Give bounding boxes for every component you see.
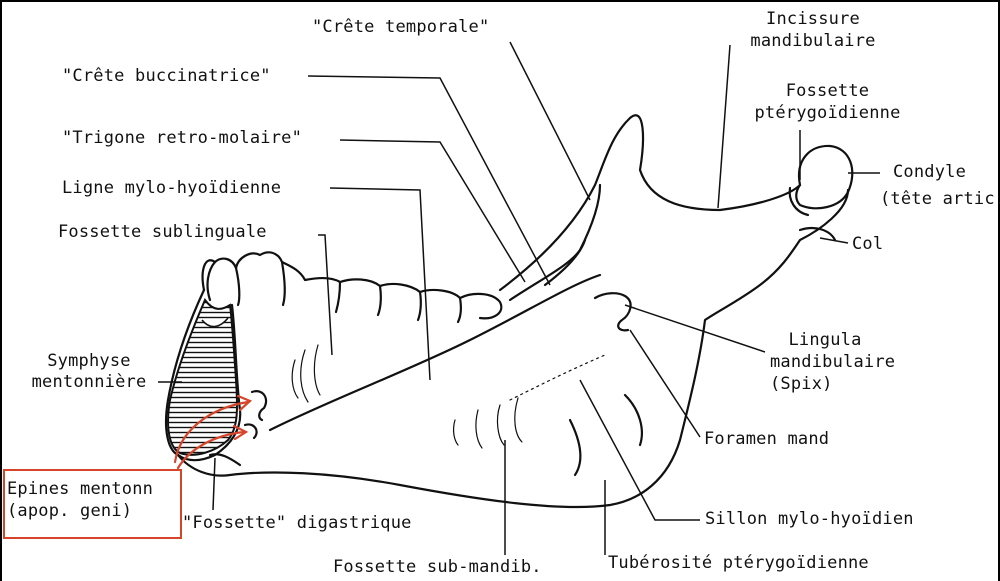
- frame-border-right: [998, 0, 1000, 581]
- label-lingula-line3: (Spix): [770, 374, 833, 394]
- leader-sublinguale: [318, 234, 333, 356]
- mandible-outline: [176, 114, 850, 509]
- label-foramen: Foramen mand: [704, 429, 830, 449]
- label-epines-line1: Epines mentonn: [7, 479, 154, 499]
- mylohyoid-line: [268, 273, 602, 432]
- label-fossette-pt-line2: ptérygoïdienne: [754, 103, 901, 123]
- label-fossette-sublinguale: Fossette sublinguale: [58, 222, 267, 242]
- label-tuberosite: Tubérosité ptérygoïdienne: [608, 553, 869, 573]
- label-fossette-digastrique: "Fossette" digastrique: [182, 513, 412, 533]
- label-lingula-line2: mandibulaire: [770, 352, 896, 372]
- lingula-shape: [593, 292, 632, 332]
- leader-sillon: [579, 379, 700, 521]
- frame-border-top: [0, 0, 1000, 2]
- leader-lingula: [624, 304, 766, 353]
- label-epines-line2: (apop. geni): [7, 501, 133, 521]
- label-fossette-submandib: Fossette sub-mandib.: [333, 557, 542, 577]
- label-symphyse-line1: Symphyse: [47, 351, 131, 371]
- leader-col: [819, 237, 849, 244]
- label-condyle-line1: Condyle: [893, 162, 967, 182]
- label-incissure-line2: mandibulaire: [750, 31, 876, 51]
- teeth-row: [206, 251, 503, 320]
- condyle-head: [795, 144, 854, 210]
- label-col: Col: [852, 234, 884, 254]
- label-fossette-pt-line1: Fossette: [785, 81, 870, 101]
- label-lingula-line1: Lingula: [788, 330, 862, 350]
- label-crete-temporale: "Crête temporale": [312, 17, 490, 37]
- frame-border-left: [0, 0, 2, 581]
- label-incissure-line1: Incissure: [766, 9, 860, 29]
- leader-incissure: [717, 44, 731, 209]
- label-trigone: "Trigone retro-molaire": [62, 128, 303, 148]
- symphysis-section: [167, 298, 238, 456]
- leader-trigone: [339, 139, 526, 283]
- leader-crete-temporale: [509, 41, 591, 201]
- leader-ligne-mylo: [329, 187, 431, 381]
- label-crete-buccinatrice: "Crête buccinatrice": [62, 66, 271, 86]
- leader-crete-buccinatrice: [307, 75, 551, 286]
- callout-arrow-lower: [176, 430, 246, 470]
- leader-foramen: [629, 329, 701, 438]
- label-condyle-line2: (tête artic.: [880, 189, 1000, 209]
- label-ligne-mylo: Ligne mylo-hyoïdienne: [62, 178, 282, 198]
- label-sillon-mylo: Sillon mylo-hyoïdien: [705, 509, 914, 529]
- label-symphyse-line2: mentonnière: [31, 372, 147, 392]
- epines-callout-box: Epines mentonn (apop. geni): [3, 469, 182, 539]
- leader-digastrique: [212, 457, 216, 511]
- callout-arrow-upper: [173, 400, 250, 464]
